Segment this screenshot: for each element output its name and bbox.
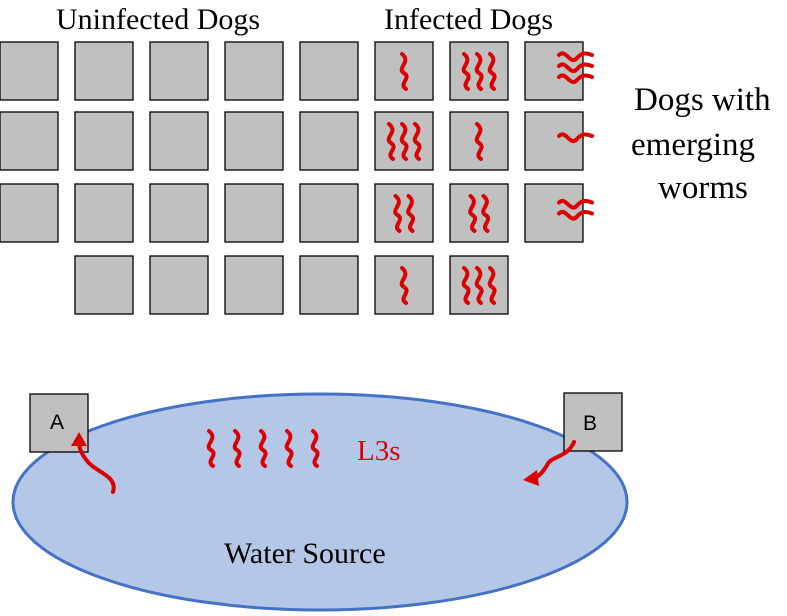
worm-in-dog [461,52,471,91]
emerging-worm [557,73,594,84]
water-source-label: Water Source [224,537,386,570]
uninfected-dog-square [299,41,359,101]
worm-in-dog [474,52,484,91]
emerging-worm [557,51,594,62]
l3-larva [258,429,268,468]
uninfected-dog-square [299,255,359,315]
water-source-ellipse [11,392,629,612]
worm-in-dog [481,194,491,233]
arrow-path-a [77,439,116,494]
worm-in-dog [412,122,422,161]
worm-in-dog [474,266,484,305]
worm-in-dog [399,52,409,91]
worm-in-dog [468,194,478,233]
emerging-worm [557,132,594,143]
l3-larva [206,429,216,468]
uninfected-dog-square [149,41,209,101]
uninfected-dog-square [74,41,134,101]
worm-in-dog [487,266,497,305]
emerging-worm [557,62,594,73]
uninfected-dog-square [74,255,134,315]
uninfected-dogs-label: Uninfected Dogs [56,3,261,36]
worm-in-dog [393,194,403,233]
uninfected-dog-square [299,111,359,171]
dog-grid [0,41,594,315]
emerging-worm [557,198,594,210]
l3-larva [232,429,242,468]
worm-in-dog [461,266,471,305]
l3s-label: L3s [357,435,401,467]
uninfected-dog-square [149,111,209,171]
box-a-label: A [50,411,65,434]
worm-in-dog [474,122,484,161]
uninfected-dog-square [224,255,284,315]
uninfected-dog-square [0,41,59,101]
uninfected-dog-square [224,111,284,171]
uninfected-dog-square [149,183,209,243]
uninfected-dog-square [74,183,134,243]
worm-in-dog [487,52,497,91]
infected-dogs-label: Infected Dogs [384,3,554,36]
emerging-worms-label-line-1: Dogs with [634,82,771,118]
l3-larva [284,429,294,468]
l3-larvae-group [206,429,320,468]
uninfected-dog-square [149,255,209,315]
worm-in-dog [386,122,396,161]
emerging-dog-square [524,183,584,243]
worm-in-dog [399,122,409,161]
worm-in-dog [399,266,409,305]
uninfected-dog-square [224,183,284,243]
box-b-label: B [583,412,598,435]
uninfected-dog-square [0,183,59,243]
infected-dog-square [374,255,434,315]
arrow-path-b [532,440,576,480]
infected-dog-square [449,183,509,243]
uninfected-dog-square [299,183,359,243]
l3-larva [310,429,320,468]
uninfected-dog-square [74,111,134,171]
emerging-worms-label-line-3: worms [658,170,748,206]
uninfected-dog-square [0,111,59,171]
arrow-head-b [523,470,539,486]
emerging-worm [557,209,594,221]
emerging-worms-label-line-2: emerging [631,127,756,163]
uninfected-dog-square [224,41,284,101]
infected-dog-square [374,183,434,243]
worm-in-dog [406,194,416,233]
arrow-head-a [71,432,87,446]
